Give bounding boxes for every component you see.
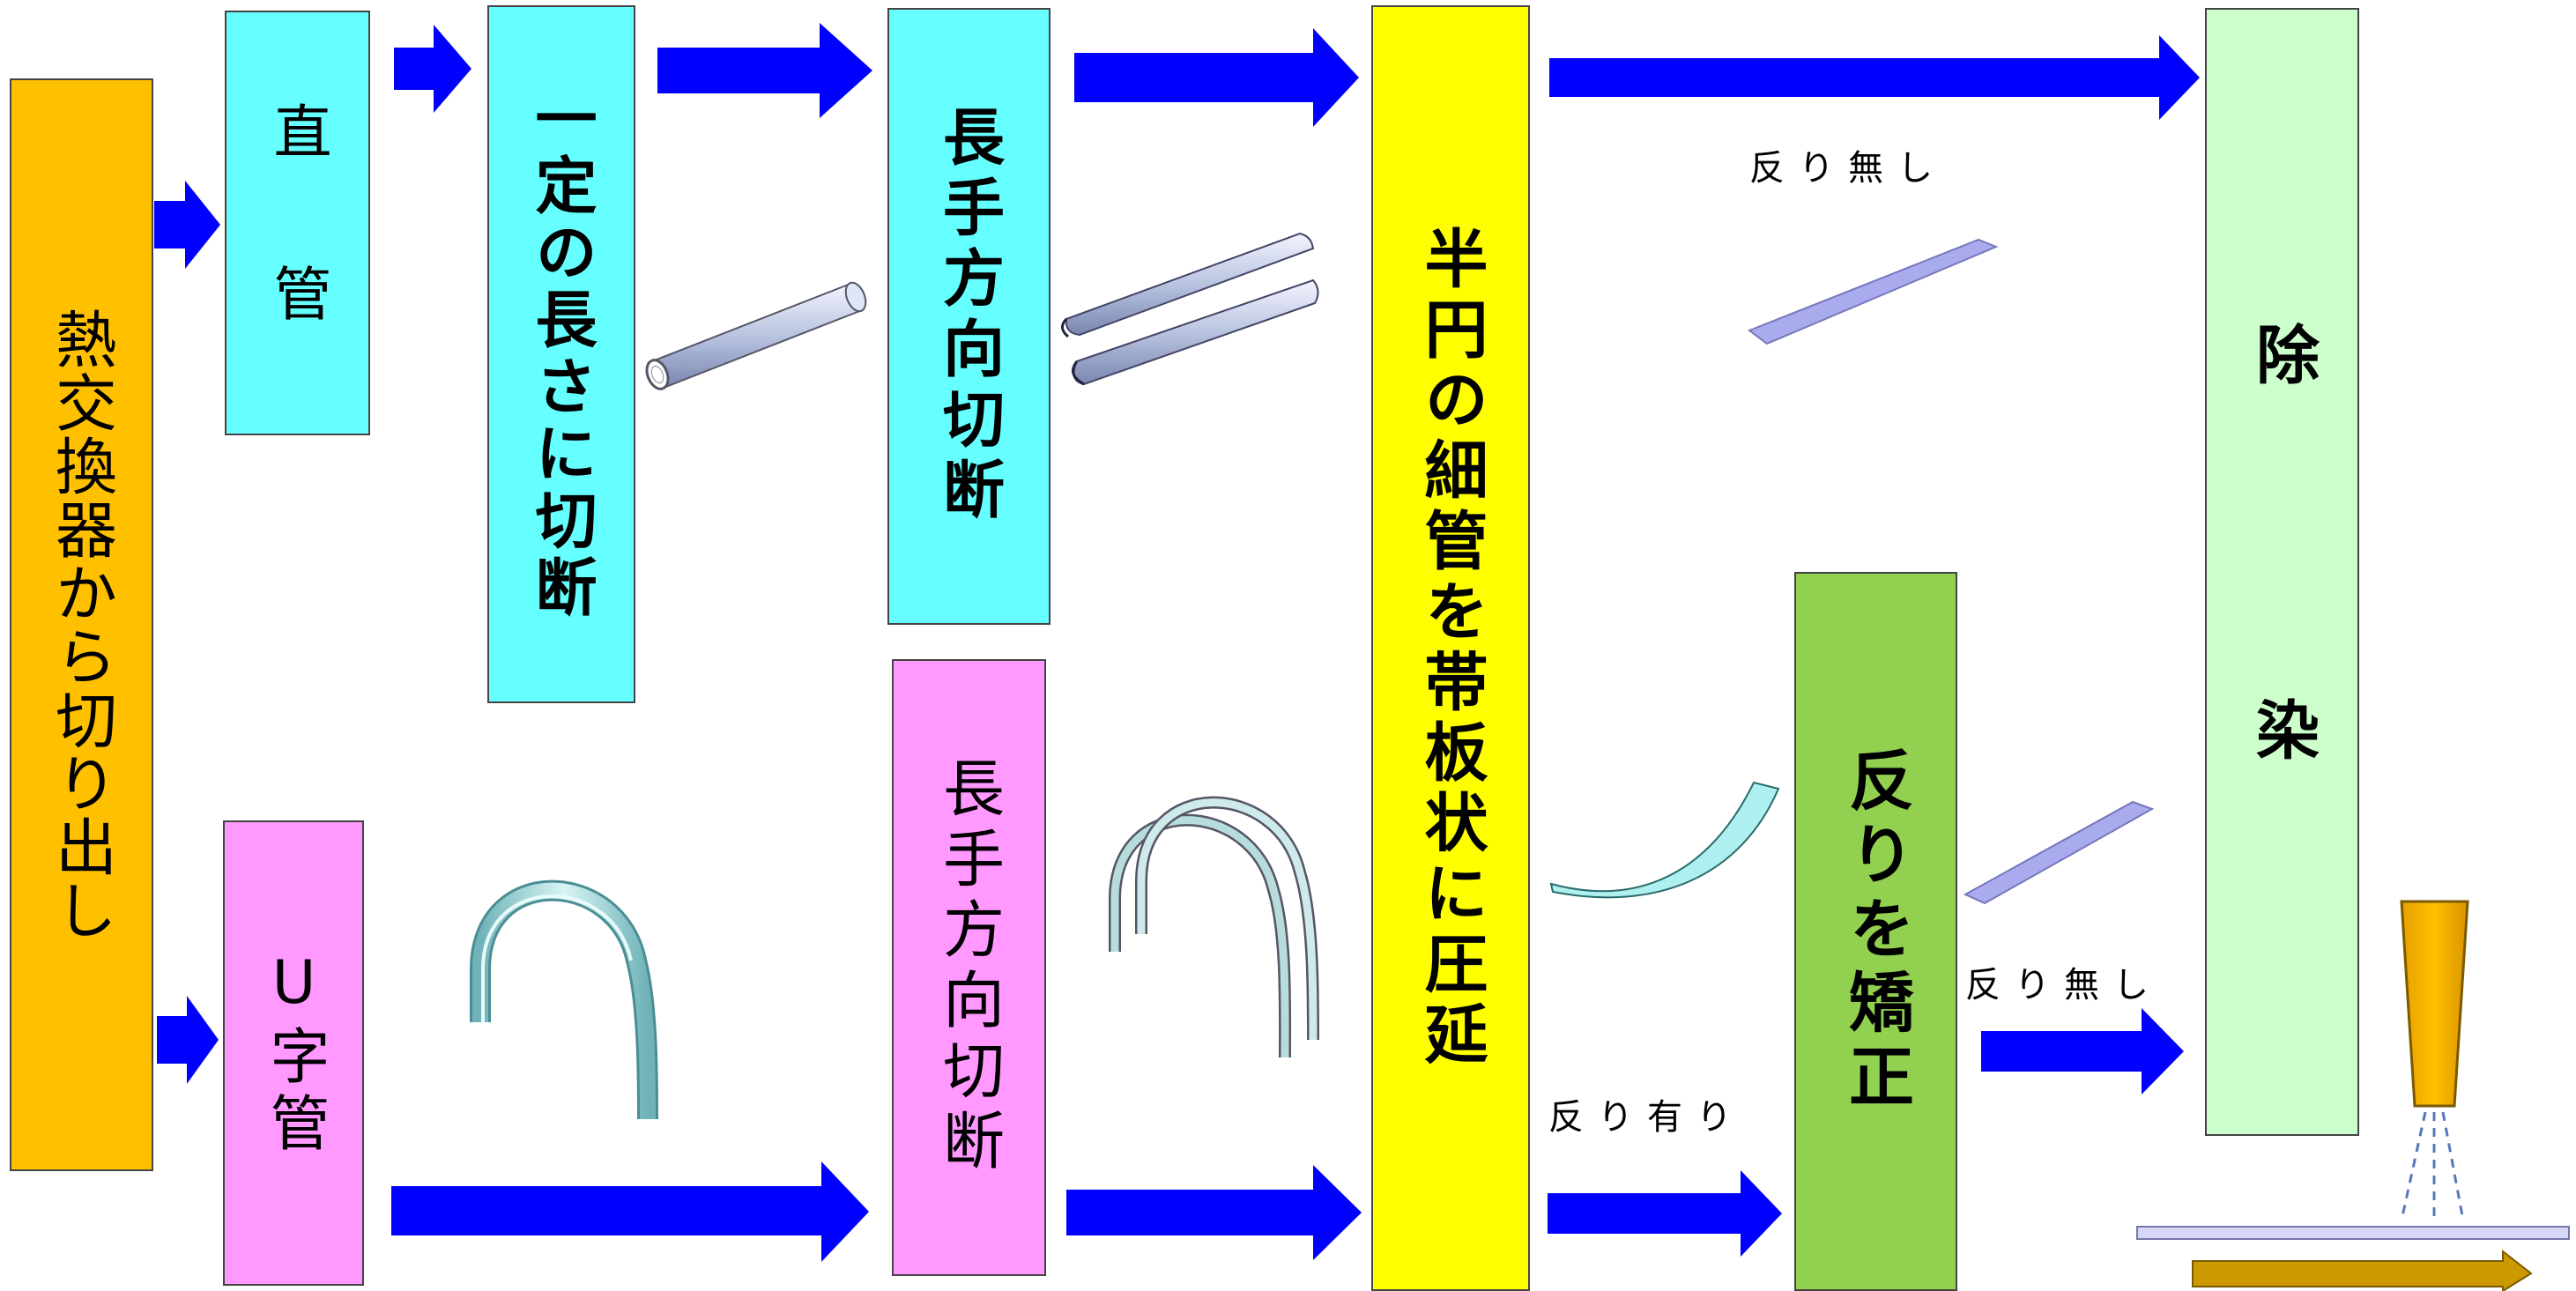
u-pipe-illustration <box>470 879 658 1120</box>
straight-pipe-label: 直 管 <box>264 101 332 345</box>
decontam-label: 除 染 <box>2245 322 2320 822</box>
roll-to-strip-box: 半円の細管を帯板状に圧延 <box>1371 5 1530 1291</box>
source-label: 熱交換器から切り出し <box>45 308 118 942</box>
straight-pipe-illustration <box>645 281 867 390</box>
arrow-straight-to-cut <box>394 25 471 113</box>
cut-length-box: 一定の長さに切断 <box>487 5 635 703</box>
arrow-cut-to-longcut <box>657 23 872 118</box>
longitudinal-cut-top-label: 長手方向切断 <box>932 105 1006 528</box>
longitudinal-cut-top-box: 長手方向切断 <box>887 8 1050 625</box>
spray-lines <box>2400 1111 2465 1221</box>
conveyor-arrow <box>2192 1249 2533 1291</box>
arrow-source-to-u <box>157 996 219 1084</box>
straighten-label: 反りを矯正 <box>1837 746 1914 1117</box>
arrow-source-to-straight <box>154 181 220 269</box>
u-pipe-box: U字管 <box>223 820 364 1286</box>
decontam-strip-illustration <box>2136 1226 2570 1240</box>
longitudinal-cut-bottom-label: 長手方向切断 <box>932 756 1006 1179</box>
split-pipe-illustration <box>1061 232 1319 386</box>
longitudinal-cut-bottom-box: 長手方向切断 <box>892 659 1046 1276</box>
arrow-roll-to-decontam <box>1549 35 2200 120</box>
cut-length-label: 一定の長さに切断 <box>525 86 598 622</box>
arrow-straighten-to-decontam <box>1981 1008 2184 1094</box>
warp-present-label: 反り有り <box>1548 1097 1746 1138</box>
no-warp-top-label: 反り無し <box>1749 148 1947 189</box>
decontam-box: 除 染 <box>2205 8 2359 1136</box>
roll-to-strip-label: 半円の細管を帯板状に圧延 <box>1414 225 1488 1072</box>
flat-strip-top-illustration <box>1747 238 1999 345</box>
spray-nozzle-illustration <box>2400 900 2469 1108</box>
arrow-u-to-longcut <box>391 1161 869 1262</box>
no-warp-bottom-label: 反り無し <box>1965 965 2163 1005</box>
arrow-longcut-to-roll <box>1074 28 1359 127</box>
warped-strip-illustration <box>1549 781 1780 899</box>
flat-strip-bottom-illustration <box>1963 800 2155 905</box>
source-box: 熱交換器から切り出し <box>10 78 153 1171</box>
straighten-box: 反りを矯正 <box>1794 572 1957 1291</box>
arrow-longcut-to-roll-bottom <box>1066 1165 1362 1260</box>
straight-pipe-box: 直 管 <box>225 11 370 435</box>
split-u-pipe-illustration <box>1109 796 1319 1058</box>
u-pipe-label: U字管 <box>259 947 329 1159</box>
arrow-roll-to-straighten <box>1548 1170 1782 1257</box>
